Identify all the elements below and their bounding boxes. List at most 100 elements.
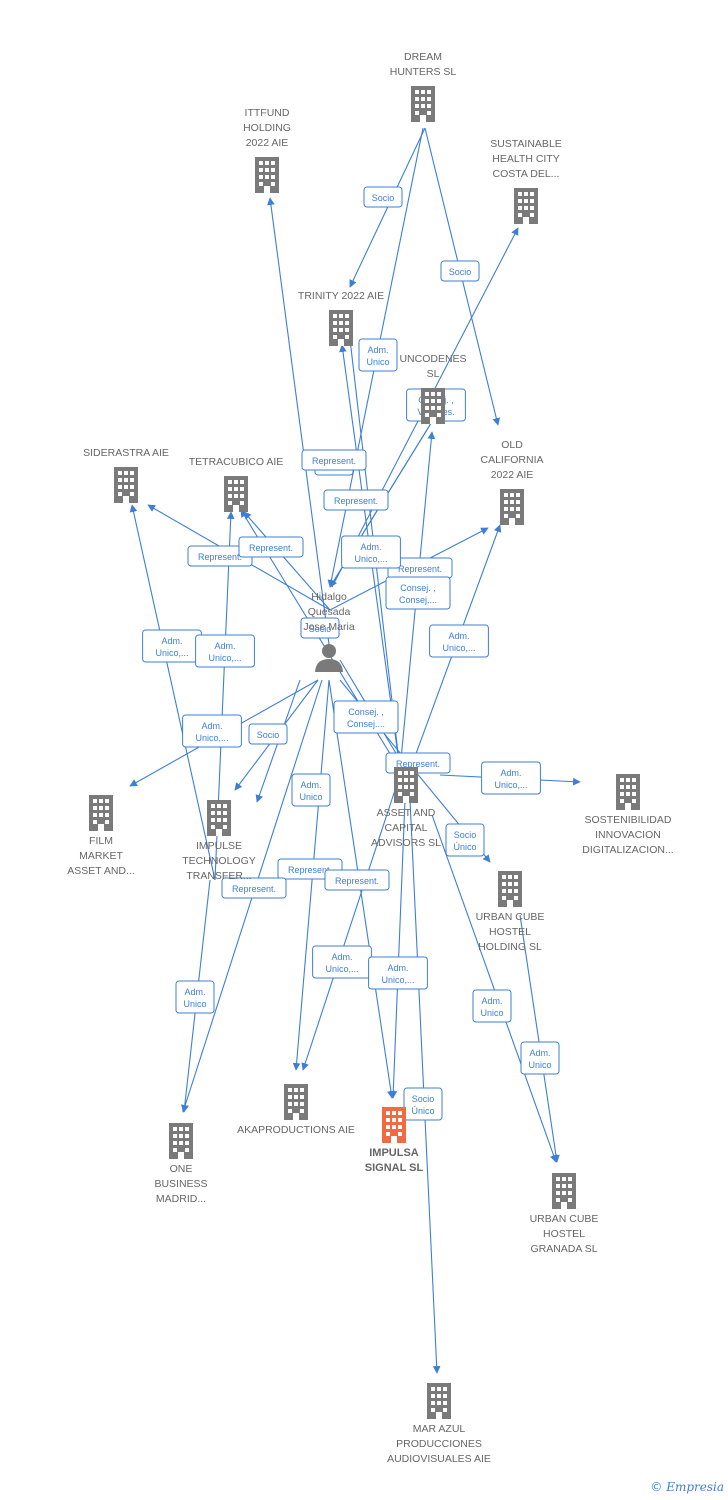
node-label: URBAN CUBE — [476, 911, 545, 923]
relation-label-box — [333, 700, 399, 734]
node-impulse[interactable]: IMPULSETECHNOLOGYTRANSFER... — [182, 800, 256, 882]
relation-label-box — [445, 823, 485, 857]
node-label: ITTFUND — [245, 107, 290, 119]
relation-label[interactable]: Adm.Unico — [472, 989, 512, 1023]
relation-edge — [129, 504, 216, 881]
relation-label-text: Adm. — [184, 987, 205, 997]
relation-label[interactable]: Socio — [300, 617, 340, 639]
relation-label[interactable]: Adm.Unico,... — [195, 634, 255, 668]
relation-label[interactable]: Consej. ,Consej.... — [333, 700, 399, 734]
relation-label-text: Adm. — [331, 952, 352, 962]
relation-label-text: Unico,... — [325, 964, 358, 974]
relation-label[interactable]: Socio — [440, 260, 480, 282]
relation-label-text: Único — [453, 842, 476, 852]
building-icon — [427, 1383, 451, 1419]
relation-label-text: Consej. , — [400, 583, 436, 593]
relation-label-text: Consej.... — [347, 719, 385, 729]
node-label: URBAN CUBE — [530, 1213, 599, 1225]
building-icon — [616, 774, 640, 810]
relation-edge — [243, 511, 331, 611]
brand-footer[interactable]: © Empresia — [650, 1480, 724, 1494]
relation-label[interactable]: Adm.Unico,... — [142, 629, 202, 663]
relation-label[interactable]: Adm.Unico,... — [182, 714, 242, 748]
relation-label-text: Represent. — [398, 564, 442, 574]
relation-label-text: Represent. — [396, 759, 440, 769]
node-label: INNOVACION — [595, 829, 661, 841]
relation-label-text: Adm. — [214, 641, 235, 651]
relation-label[interactable]: Adm.Unico,... — [341, 535, 401, 569]
relation-label-text: Adm. — [500, 768, 521, 778]
relation-label-box — [472, 989, 512, 1023]
node-label: FILM — [89, 835, 113, 847]
relation-edge — [431, 814, 558, 1163]
relation-label-box — [324, 869, 390, 891]
relation-label[interactable]: Represent. — [187, 545, 253, 567]
relation-label[interactable]: Socio — [363, 186, 403, 208]
node-label: SUSTAINABLE — [490, 138, 562, 150]
node-label: AKAPRODUCTIONS AIE — [237, 1124, 355, 1136]
relation-label[interactable]: Adm.Unico — [291, 773, 331, 807]
relation-label-text: Socio — [309, 624, 332, 634]
node-label: Jose Maria — [303, 621, 355, 633]
node-akaproductions[interactable]: AKAPRODUCTIONS AIE — [237, 1084, 355, 1136]
relation-label-box — [481, 761, 541, 795]
relation-label[interactable]: Socio — [248, 723, 288, 745]
relation-label-box — [323, 489, 389, 511]
relation-label[interactable]: Adm.Unico,... — [368, 956, 428, 990]
relation-label-text: Adm. — [360, 542, 381, 552]
node-sostenibilidad[interactable]: SOSTENIBILIDADINNOVACIONDIGITALIZACION..… — [582, 774, 674, 856]
relation-label-box — [175, 980, 215, 1014]
relation-label[interactable]: Represent. — [238, 536, 304, 558]
relation-edge — [267, 197, 331, 653]
relation-label[interactable]: Adm.Unico — [520, 1041, 560, 1075]
relation-label[interactable]: Adm.Unico,... — [481, 761, 541, 795]
node-label: SOSTENIBILIDAD — [585, 814, 672, 826]
building-icon — [552, 1173, 576, 1209]
relation-label-text: Socio — [412, 1094, 435, 1104]
relation-label-box — [440, 260, 480, 282]
relation-label[interactable]: Adm.Unico — [175, 980, 215, 1014]
relation-label[interactable]: Represent. — [221, 877, 287, 899]
relation-label-box — [385, 576, 451, 610]
relation-label[interactable]: Consej. ,Consej.... — [385, 576, 451, 610]
relation-label-box — [238, 536, 304, 558]
relation-edge — [409, 799, 441, 1374]
node-label: HUNTERS SL — [390, 66, 457, 78]
node-label: ADVISORS SL — [371, 837, 441, 849]
node-tetracubico[interactable]: TETRACUBICO AIE — [189, 456, 284, 512]
relation-label[interactable]: Adm.Unico — [358, 338, 398, 372]
relation-label[interactable]: Adm. Unico,... — [312, 945, 372, 979]
relation-label[interactable]: Represent. — [301, 449, 367, 471]
building-icon — [207, 800, 231, 836]
relation-label-text: Unico — [299, 792, 322, 802]
building-icon — [224, 476, 248, 512]
node-onebusiness[interactable]: ONEBUSINESSMADRID... — [154, 1123, 208, 1205]
relation-label-text: Adm. — [448, 631, 469, 641]
relation-label[interactable]: Represent. — [324, 869, 390, 891]
relation-label-text: Represent. — [232, 884, 276, 894]
relation-edge — [519, 914, 560, 1163]
node-label: AUDIOVISUALES AIE — [387, 1453, 491, 1465]
node-siderastra[interactable]: SIDERASTRA AIE — [83, 447, 169, 503]
relation-label-text: Socio — [372, 193, 395, 203]
node-label: TRANSFER... — [186, 870, 251, 882]
relation-label[interactable]: Adm.Unico,... — [429, 624, 489, 658]
node-label: CAPITAL — [385, 822, 428, 834]
relation-label[interactable]: Represent. — [323, 489, 389, 511]
node-trinity[interactable]: TRINITY 2022 AIE — [298, 290, 384, 346]
